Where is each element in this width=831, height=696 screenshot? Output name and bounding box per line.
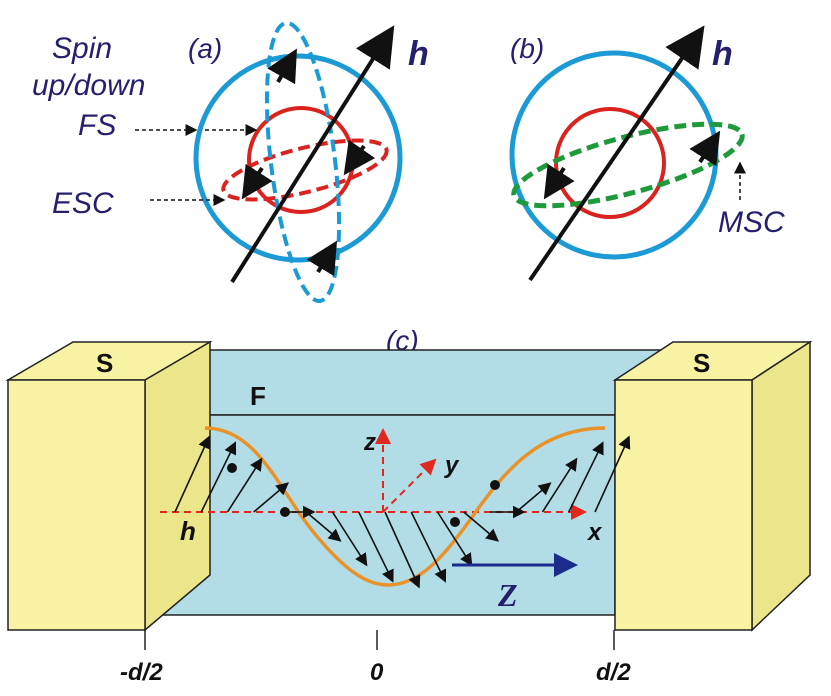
esc-ellipse-red	[221, 138, 389, 202]
tick-center-label: 0	[370, 659, 384, 686]
spin-arrow-b-left	[543, 163, 575, 200]
tick-left-label: -d/2	[120, 659, 163, 686]
field-arrow-a	[230, 25, 395, 284]
spin-vector	[436, 511, 473, 567]
spin-label-line3: FS	[78, 109, 116, 142]
field-arrow-b	[528, 25, 705, 282]
spin-arrow-b-right	[689, 130, 721, 167]
x-axis-label: x	[586, 519, 603, 546]
tick-right-label: d/2	[596, 659, 631, 686]
spin-pivot-dot	[450, 517, 460, 527]
spin-arrow-a-left	[241, 163, 273, 200]
spin-arrow-a-right	[343, 139, 376, 176]
spin-vector	[174, 435, 211, 513]
spin-arrow-a-top	[267, 48, 297, 85]
helix-spin-arrows	[174, 435, 631, 589]
helix-curve	[204, 426, 606, 587]
esc-label: ESC	[52, 187, 114, 220]
spin-pivot-dot	[490, 480, 500, 490]
spin-vector	[515, 482, 552, 513]
spin-vector	[305, 511, 342, 542]
y-axis-label: y	[444, 452, 460, 479]
panel-c: (c) F S S x z y h Z -d/2 0	[5, 325, 813, 686]
propagation-label: Z	[497, 577, 518, 613]
spin-pivot-dot	[227, 463, 237, 473]
left-electrode-label: S	[96, 348, 113, 378]
right-electrode-side	[751, 340, 811, 632]
panel-a-label: (a)	[188, 33, 222, 64]
field-label-a: h	[408, 35, 429, 73]
spin-vector	[253, 482, 289, 513]
spin-vector	[358, 511, 394, 583]
msc-ellipse-green	[511, 121, 745, 209]
field-label-b: h	[712, 35, 733, 73]
spin-pivot-dot	[280, 507, 290, 517]
spin-vector	[384, 511, 421, 589]
spin-vector	[594, 435, 631, 513]
field-label-c: h	[180, 516, 196, 546]
right-electrode-front	[614, 379, 753, 631]
spin-label-line1: Spin	[52, 32, 112, 65]
right-electrode-label: S	[693, 348, 710, 378]
ferromagnet-label: F	[250, 381, 266, 411]
spin-vector	[226, 457, 263, 513]
left-electrode-front	[7, 379, 146, 631]
outer-fermi-surface-a	[193, 53, 403, 263]
z-axis-label: z	[363, 429, 376, 456]
spin-vector	[568, 441, 604, 513]
spin-vector	[331, 511, 368, 567]
panel-b: (b) h MSC	[509, 25, 785, 282]
spin-vector	[410, 511, 447, 583]
y-axis	[382, 458, 437, 513]
spin-arrow-a-bottom	[306, 240, 338, 277]
spin-label-line2: up/down	[32, 69, 145, 102]
spin-vector	[200, 441, 237, 513]
ferromagnet-top-face	[143, 349, 680, 416]
spin-vector	[463, 511, 499, 542]
msc-label: MSC	[718, 206, 785, 239]
spin-vector	[541, 457, 578, 513]
panel-b-label: (b)	[510, 33, 544, 64]
panel-a: (a) Spin up/down FS ESC h	[32, 20, 429, 304]
